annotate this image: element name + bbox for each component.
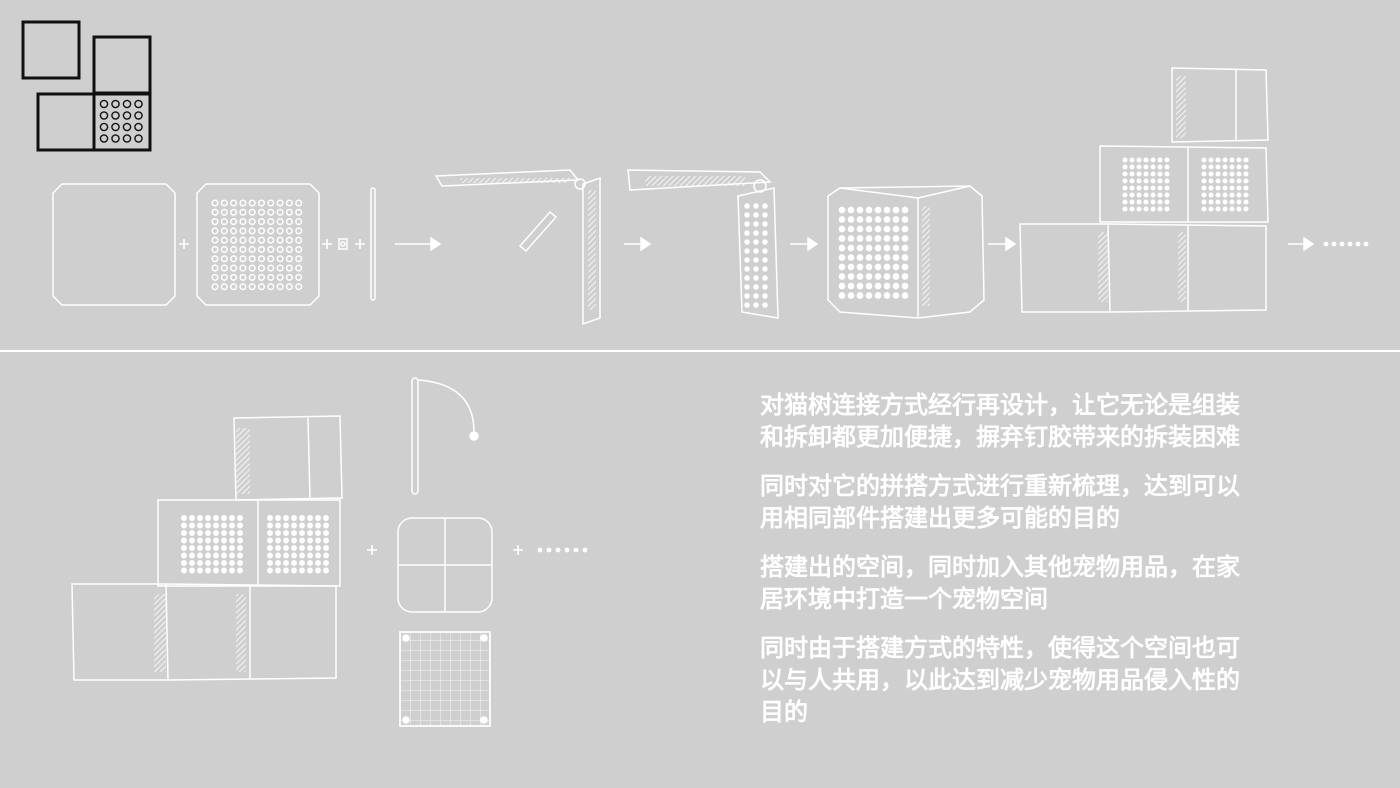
hinge-assembly-step-1 bbox=[434, 169, 601, 326]
text-line: 目的 bbox=[760, 698, 808, 726]
modular-squares-logo bbox=[21, 20, 152, 152]
plus-icon bbox=[179, 239, 189, 249]
text-line: 以与人共用，以此达到减少宠物用品侵入性的 bbox=[760, 666, 1240, 694]
description-paragraph-1: 对猫树连接方式经行再设计，让它无论是组装 和拆卸都更加便捷，摒弃钉胶带来的拆装困… bbox=[760, 389, 1280, 453]
connecting-rod bbox=[370, 187, 376, 301]
cat-tree-stack bbox=[71, 415, 343, 681]
ellipsis-dots-icon bbox=[1323, 241, 1369, 247]
text-line: 搭建出的空间，同时加入其他宠物用品，在家 bbox=[760, 553, 1240, 581]
text-line: 和拆卸都更加便捷，摒弃钉胶带来的拆装困难 bbox=[760, 423, 1240, 451]
text-line: 对猫树连接方式经行再设计，让它无论是组装 bbox=[760, 391, 1240, 419]
toy-wand bbox=[411, 377, 479, 495]
right-arrow-icon bbox=[790, 236, 819, 252]
stacked-cubes-top bbox=[1019, 67, 1269, 313]
right-arrow-icon bbox=[988, 236, 1017, 252]
text-line: 同时对它的拼搭方式进行重新梳理，达到可以 bbox=[760, 472, 1240, 500]
text-line: 同时由于搭建方式的特性，使得这个空间也可 bbox=[760, 634, 1240, 662]
plus-icon bbox=[367, 545, 377, 555]
right-arrow-icon bbox=[1288, 236, 1315, 252]
panel-holes bbox=[211, 199, 303, 291]
connector-clip-icon bbox=[338, 238, 348, 250]
ellipsis-dots-icon bbox=[537, 547, 588, 553]
right-arrow-icon bbox=[624, 236, 652, 252]
right-arrow-icon bbox=[395, 236, 442, 252]
quartered-panel bbox=[397, 517, 493, 613]
plain-panel bbox=[52, 183, 176, 306]
description-paragraph-2: 同时对它的拼搭方式进行重新梳理，达到可以 用相同部件搭建出更多可能的目的 bbox=[760, 470, 1280, 534]
assembled-cube bbox=[827, 185, 985, 319]
description-paragraph-3: 搭建出的空间，同时加入其他宠物用品，在家 居环境中打造一个宠物空间 bbox=[760, 551, 1280, 615]
plus-icon bbox=[513, 545, 523, 555]
grid-panel bbox=[399, 631, 491, 727]
text-line: 居环境中打造一个宠物空间 bbox=[760, 585, 1048, 613]
perforated-panel bbox=[196, 183, 320, 306]
plus-icon bbox=[322, 239, 332, 249]
text-line: 用相同部件搭建出更多可能的目的 bbox=[760, 504, 1120, 532]
hinge-assembly-step-2 bbox=[627, 169, 779, 319]
description-paragraph-4: 同时由于搭建方式的特性，使得这个空间也可 以与人共用，以此达到减少宠物用品侵入性… bbox=[760, 632, 1280, 728]
plus-icon bbox=[355, 239, 365, 249]
